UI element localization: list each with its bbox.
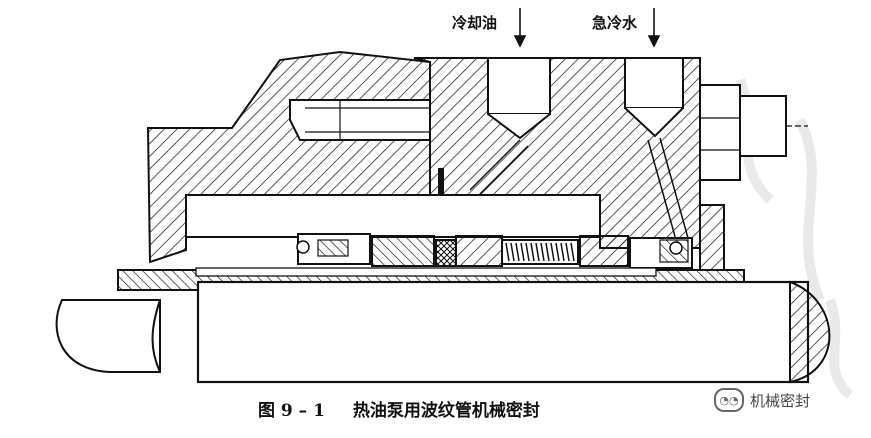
bellows-convolution: [535, 242, 540, 262]
bellows: [501, 239, 579, 265]
bellows-convolution: [520, 242, 525, 262]
bellows-convolution: [510, 242, 515, 262]
set-screw: [296, 240, 310, 254]
bellows-convolution: [530, 242, 535, 262]
watermark: ◔◔ 机械密封: [714, 388, 810, 412]
stationary-ring: [455, 235, 503, 267]
nut: [739, 95, 787, 157]
seal-chamber: [185, 194, 601, 238]
bellows-convolution: [545, 242, 550, 262]
cooling-oil-label: 冷却油: [452, 14, 498, 32]
rotating-ring: [371, 235, 435, 267]
bellows-convolution: [560, 242, 565, 262]
bellows-convolutions: [505, 242, 575, 262]
bellows-convolution: [540, 242, 545, 262]
bellows-convolution: [525, 242, 530, 262]
seal-ring: [435, 239, 457, 267]
bellows-convolution: [505, 242, 510, 262]
bellows-adapter: [579, 235, 629, 267]
figure-title: 热油泵用波纹管机械密封: [352, 401, 540, 421]
bellows-convolution: [565, 242, 570, 262]
cooling-oil-arrow: [513, 8, 527, 48]
quench-port: [624, 57, 684, 109]
cooling-oil-port: [487, 57, 551, 115]
bellows-convolution: [555, 242, 560, 262]
wechat-icon: ◔◔: [714, 388, 744, 412]
stud-bolt: [699, 84, 741, 181]
shaft-break-right: [789, 280, 831, 384]
watermark-text: 机械密封: [750, 391, 811, 410]
bellows-convolution: [570, 242, 575, 262]
pump-shaft: [196, 280, 810, 384]
figure-caption: 图 9 – 1 热油泵用波纹管机械密封: [258, 396, 540, 421]
shaft-break-left: [55, 299, 161, 373]
bellows-convolution: [515, 242, 520, 262]
figure-number: 图 9 – 1: [258, 401, 325, 421]
quench-arrow: [647, 8, 661, 48]
gland-bolt: [289, 99, 431, 141]
bellows-convolution: [550, 242, 555, 262]
quench-label: 急冷水: [592, 14, 638, 32]
